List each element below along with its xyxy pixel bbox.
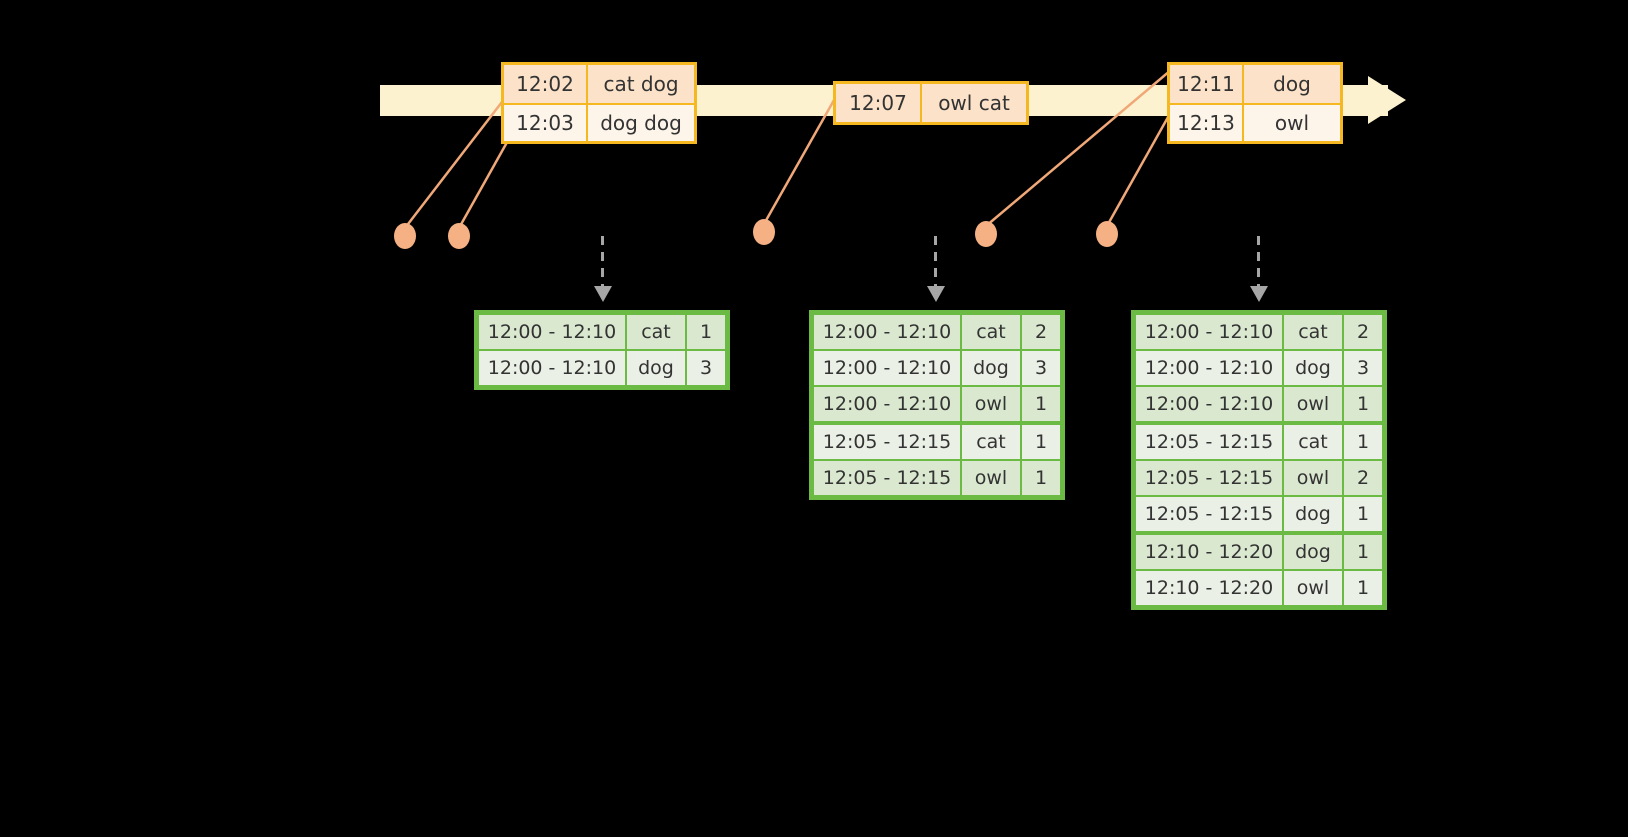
cell-count: 1 <box>1344 535 1382 569</box>
event-row: 12:02 cat dog <box>504 65 694 103</box>
event-value: cat dog <box>603 72 679 96</box>
event-time: 12:11 <box>1170 65 1244 103</box>
event-time: 12:07 <box>836 84 922 122</box>
cell-window: 12:05 - 12:15 <box>1136 425 1282 459</box>
connector-dot-5 <box>1096 221 1118 247</box>
cell-key: owl <box>962 461 1020 495</box>
cell-count: 1 <box>1344 387 1382 421</box>
cell-count: 2 <box>1344 461 1382 495</box>
cell-key: cat <box>962 315 1020 349</box>
event-time: 12:02 <box>504 65 588 103</box>
cell-count: 1 <box>1344 571 1382 605</box>
connector-line-1 <box>404 97 506 229</box>
cell-key: dog <box>1284 351 1342 385</box>
event-value: owl <box>1274 111 1310 135</box>
connector-dot-3 <box>753 219 775 245</box>
cell-window: 12:00 - 12:10 <box>814 315 960 349</box>
connector-dot-4 <box>975 221 997 247</box>
connector-dot-1 <box>394 223 416 249</box>
cell-window: 12:00 - 12:10 <box>1136 351 1282 385</box>
cell-count: 3 <box>1022 351 1060 385</box>
cell-window: 12:00 - 12:10 <box>1136 315 1282 349</box>
event-value: dog dog <box>600 111 682 135</box>
arrow-shaft <box>934 236 937 290</box>
cell-count: 1 <box>1344 497 1382 531</box>
cell-key: owl <box>962 387 1020 421</box>
event-row: 12:13 owl <box>1170 103 1340 141</box>
cell-window: 12:10 - 12:20 <box>1136 535 1282 569</box>
cell-key: cat <box>1284 315 1342 349</box>
cell-key: cat <box>1284 425 1342 459</box>
event-time: 12:03 <box>504 105 588 141</box>
cell-count: 3 <box>1344 351 1382 385</box>
cell-window: 12:05 - 12:15 <box>1136 461 1282 495</box>
cell-window: 12:00 - 12:10 <box>814 387 960 421</box>
arrow-shaft <box>1257 236 1260 290</box>
cell-count: 1 <box>1022 387 1060 421</box>
event-box-1[interactable]: 12:02 cat dog 12:03 dog dog <box>501 62 697 144</box>
timeline-arrowhead <box>1368 76 1406 124</box>
arrow-head-icon <box>594 286 612 302</box>
event-box-2[interactable]: 12:07 owl cat <box>833 81 1029 125</box>
cell-key: dog <box>1284 535 1342 569</box>
arrow-shaft <box>601 236 604 290</box>
cell-count: 1 <box>1022 461 1060 495</box>
cell-count: 3 <box>687 351 725 385</box>
event-row: 12:07 owl cat <box>836 84 1026 122</box>
cell-key: owl <box>1284 461 1342 495</box>
arrow-head-icon <box>927 286 945 302</box>
cell-key: cat <box>627 315 685 349</box>
event-value: owl cat <box>938 91 1010 115</box>
cell-window: 12:00 - 12:10 <box>1136 387 1282 421</box>
cell-count: 1 <box>687 315 725 349</box>
cell-key: cat <box>962 425 1020 459</box>
connector-dot-2 <box>448 223 470 249</box>
cell-key: dog <box>1284 497 1342 531</box>
cell-key: owl <box>1284 387 1342 421</box>
cell-count: 2 <box>1022 315 1060 349</box>
cell-key: dog <box>962 351 1020 385</box>
event-box-3[interactable]: 12:11 dog 12:13 owl <box>1167 62 1343 144</box>
event-row: 12:03 dog dog <box>504 103 694 141</box>
cell-window: 12:05 - 12:15 <box>814 425 960 459</box>
cell-key: dog <box>627 351 685 385</box>
cell-window: 12:05 - 12:15 <box>1136 497 1282 531</box>
cell-window: 12:00 - 12:10 <box>479 315 625 349</box>
cell-window: 12:00 - 12:10 <box>814 351 960 385</box>
cell-count: 2 <box>1344 315 1382 349</box>
event-row: 12:11 dog <box>1170 65 1340 103</box>
arrow-head-icon <box>1250 286 1268 302</box>
cell-key: owl <box>1284 571 1342 605</box>
cell-window: 12:00 - 12:10 <box>479 351 625 385</box>
connector-line-5 <box>1105 109 1174 227</box>
cell-window: 12:10 - 12:20 <box>1136 571 1282 605</box>
cell-count: 1 <box>1344 425 1382 459</box>
event-time: 12:13 <box>1170 105 1244 141</box>
cell-window: 12:05 - 12:15 <box>814 461 960 495</box>
cell-count: 1 <box>1022 425 1060 459</box>
event-value: dog <box>1273 72 1311 96</box>
